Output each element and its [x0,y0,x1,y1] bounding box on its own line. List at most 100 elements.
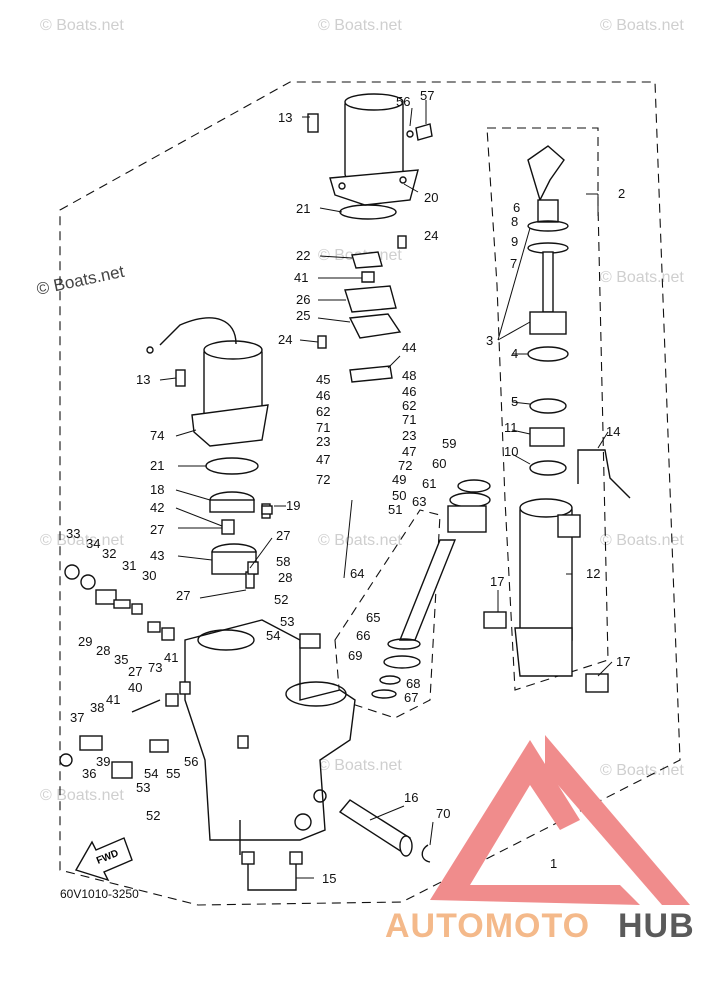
part-label: 54 [266,628,280,643]
part-label: 62 [316,404,330,419]
tilt-cylinder [514,498,581,677]
part-label: 63 [412,494,426,509]
part-label: 13 [136,372,150,387]
bushing [483,611,507,629]
part-labels: 1 2 3 4 5 6 7 8 9 10 11 12 13 13 14 15 1… [66,88,630,886]
part-label: 48 [402,368,416,383]
drawing-code: 60V1010-3250 [60,887,139,901]
part-label: 57 [420,88,434,103]
left-valve-parts [59,564,191,779]
part-label: 15 [322,871,336,886]
part-label: 47 [402,444,416,459]
tilt-motor-upper [307,93,433,220]
part-label: 19 [286,498,300,513]
trim-piston [371,479,491,699]
bushing [585,673,609,693]
corner-watermark: © Boats.net [35,262,126,299]
brand-hub: HUB [618,907,695,945]
part-label: 25 [296,308,310,323]
watermark-text: © Boats.net [600,269,684,286]
watermark-text: © Boats.net [318,757,402,774]
part-label: 30 [142,568,156,583]
part-label: 35 [114,652,128,667]
part-label: 21 [150,458,164,473]
piston-rod [527,145,569,476]
watermark-text: © Boats.net [600,17,684,34]
part-label: 42 [150,500,164,515]
part-label: 74 [150,428,164,443]
part-label: 53 [280,614,294,629]
part-label: 18 [150,482,164,497]
part-label: 32 [102,546,116,561]
part-label: 33 [66,526,80,541]
watermark-text: © Boats.net [40,17,124,34]
part-label: 34 [86,536,100,551]
part-label: 72 [316,472,330,487]
part-label: 64 [350,566,364,581]
pipe-assembly [247,860,297,891]
part-label: 66 [356,628,370,643]
part-label: 36 [82,766,96,781]
part-label: 23 [402,428,416,443]
part-label: 21 [296,201,310,216]
part-label: 69 [348,648,362,663]
part-label: 60 [432,456,446,471]
part-label: 72 [398,458,412,473]
part-label: 44 [402,340,416,355]
part-label: 26 [296,292,310,307]
part-label: 65 [366,610,380,625]
forward-arrow: FWD [74,837,133,882]
pump-housing [184,619,356,855]
part-label: 24 [424,228,438,243]
part-label: 49 [392,472,406,487]
part-label: 16 [404,790,418,805]
leader-lines [159,100,613,879]
watermark-text: © Boats.net [600,532,684,549]
part-label: 4 [511,346,518,361]
part-label: 31 [122,558,136,573]
pump-motor-left [146,317,269,475]
part-label: 2 [618,186,625,201]
part-label: 24 [278,332,292,347]
part-label: 45 [316,372,330,387]
part-label: 5 [511,394,518,409]
part-label: 14 [606,424,620,439]
part-label: 70 [436,806,450,821]
part-label: 43 [150,548,164,563]
part-label: 71 [402,412,416,427]
valve-plates [317,235,407,383]
part-label: 28 [96,643,110,658]
part-label: 41 [294,270,308,285]
part-label: 38 [90,700,104,715]
part-label: 58 [276,554,290,569]
part-label: 23 [316,434,330,449]
brand-logo: AUTOMOTO HUB [385,735,695,945]
part-label: 7 [510,256,517,271]
part-label: 54 [144,766,158,781]
part-label: 52 [146,808,160,823]
part-label: 47 [316,452,330,467]
part-label: 68 [406,676,420,691]
part-label: 46 [402,384,416,399]
part-label: 37 [70,710,84,725]
watermark-text: © Boats.net [600,762,684,779]
part-label: 55 [166,766,180,781]
part-label: 67 [404,690,418,705]
part-label: 39 [96,754,110,769]
part-label: 22 [296,248,310,263]
part-label: 20 [424,190,438,205]
part-label: 59 [442,436,456,451]
part-label: 56 [396,94,410,109]
part-label: 10 [504,444,518,459]
assembly-boundary [59,81,681,906]
part-label: 53 [136,780,150,795]
part-label: 62 [402,398,416,413]
part-label: 11 [504,420,518,435]
brand-automoto: AUTOMOTO [385,907,590,945]
part-label: 12 [586,566,600,581]
part-label: 13 [278,110,292,125]
part-label: 27 [176,588,190,603]
part-label: 3 [486,333,493,348]
